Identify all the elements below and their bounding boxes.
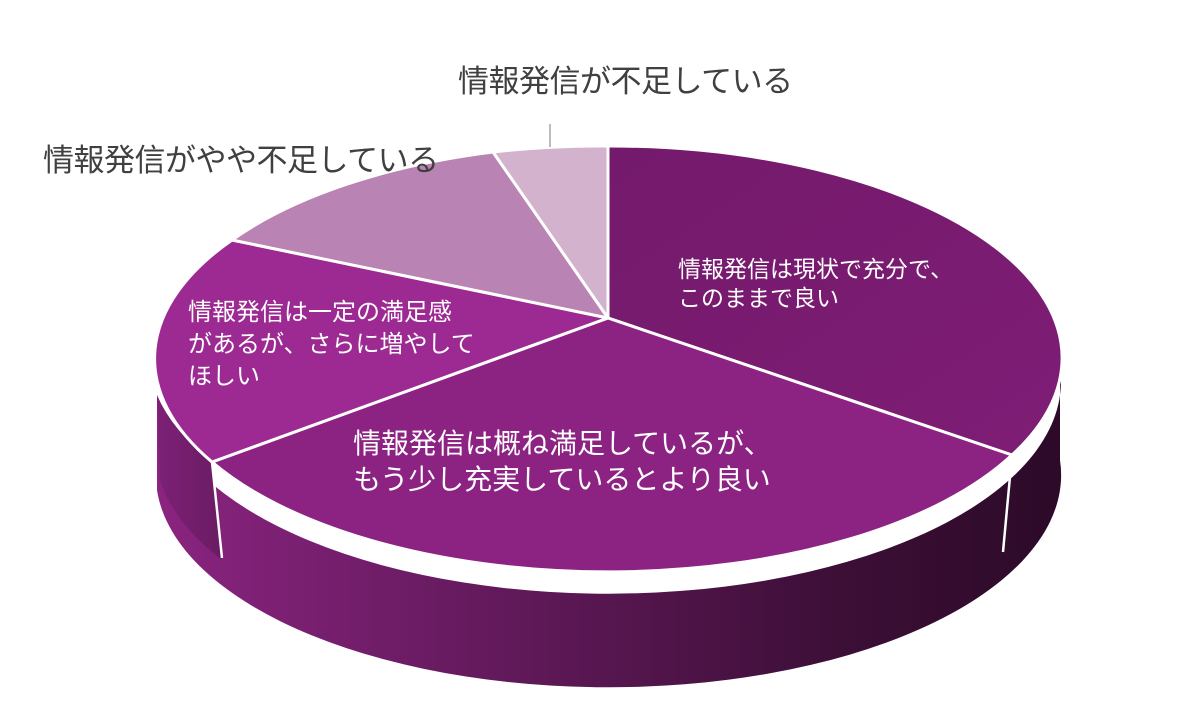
- label-mostly-satisfied-line2: もう少し充実しているとより良い: [353, 463, 771, 497]
- label-mostly-satisfied: 情報発信は概ね満足しているが、 もう少し充実しているとより良い: [353, 426, 772, 499]
- side-divider-right: [1001, 454, 1014, 553]
- label-sufficient-line2: このままで良い: [678, 286, 839, 313]
- slice-sufficient[interactable]: [606, 144, 1064, 457]
- label-mostly-satisfied-line1: 情報発信は概ね満足しているが、: [353, 427, 772, 460]
- side-divider-left: [210, 461, 224, 559]
- slice-mostly-satisfied[interactable]: [210, 316, 1014, 574]
- label-insufficient: 情報発信が不足している: [458, 64, 793, 100]
- label-slightly-insufficient: 情報発信がやや不足している: [43, 143, 439, 179]
- label-some-satisfaction-line2: があるが、さらに増やして: [188, 329, 475, 358]
- side-wall-slice3: [157, 395, 222, 560]
- slice-slightly-insufficient[interactable]: [230, 150, 610, 320]
- label-some-satisfaction: 情報発信は一定の満足感 があるが、さらに増やして ほしい: [188, 297, 475, 393]
- label-sufficient: 情報発信は現状で充分で、 このままで良い: [678, 256, 953, 315]
- label-sufficient-line1: 情報発信は現状で充分で、: [678, 257, 954, 283]
- label-some-satisfaction-line1: 情報発信は一定の満足感: [188, 298, 452, 326]
- side-wall-front: [157, 368, 1062, 688]
- label-some-satisfaction-line3: ほしい: [188, 361, 260, 390]
- slice-insufficient[interactable]: [491, 144, 610, 320]
- pie-top: [153, 144, 1064, 574]
- pie-side: [157, 368, 1062, 688]
